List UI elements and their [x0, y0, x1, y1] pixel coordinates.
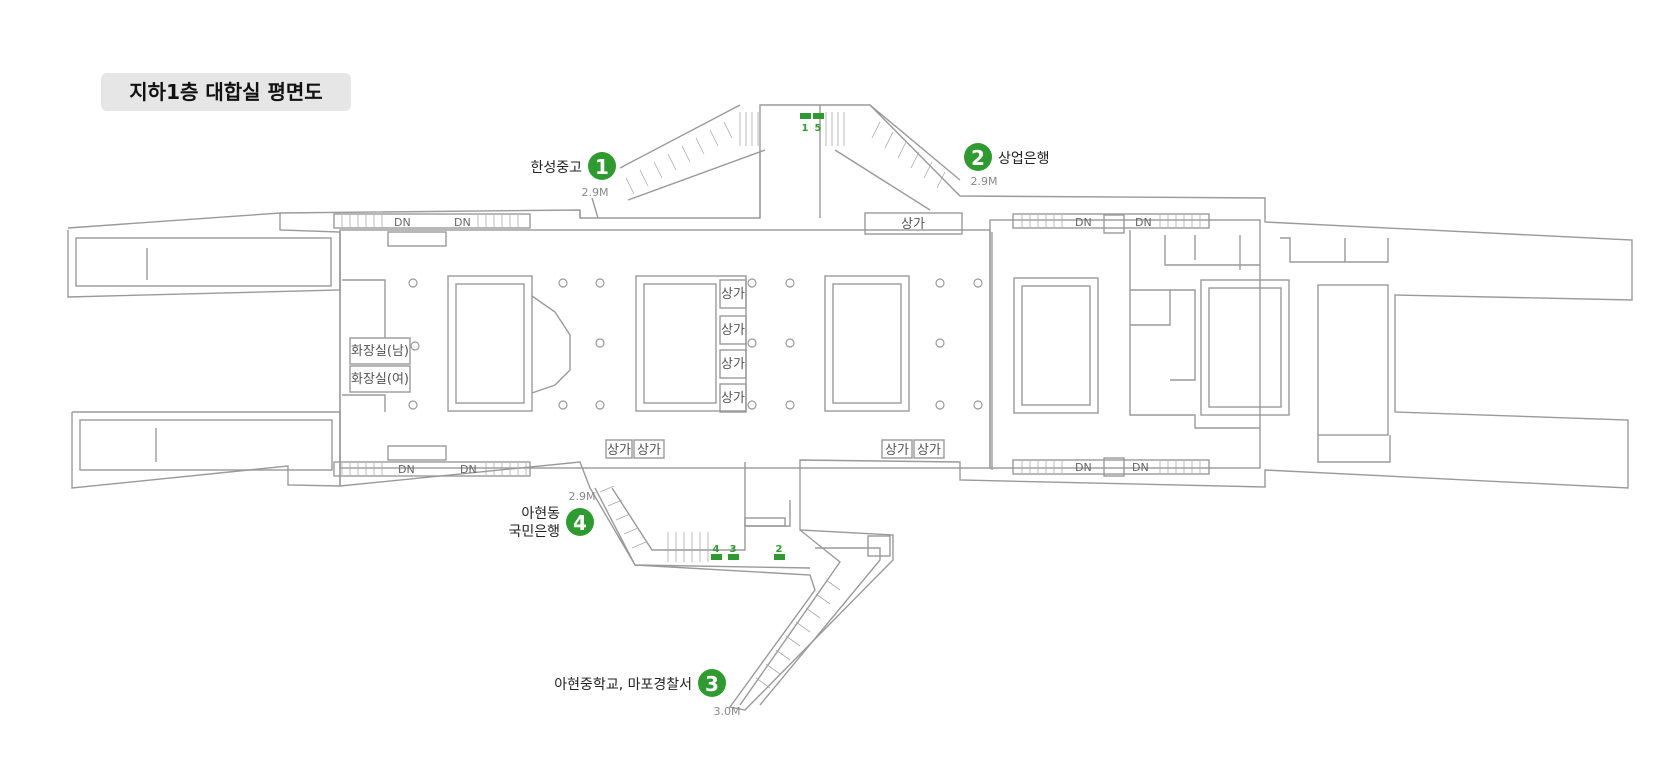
dn-label: DN [394, 216, 411, 229]
diagonal-stair-hatching [599, 121, 946, 689]
exit-4-number: 4 [573, 511, 587, 535]
gate-markers: 1 5 4 3 2 [711, 113, 824, 560]
pillars [408, 278, 983, 410]
stair-hatching [341, 112, 1201, 562]
exit-3-height: 3.0M [714, 705, 741, 718]
dn-label: DN [398, 463, 415, 476]
wall-outlines [67, 104, 1633, 711]
exit-1-height: 2.9M [582, 186, 609, 199]
exit-2-number: 2 [971, 146, 985, 170]
shop-label: 상가 [607, 443, 631, 458]
shop-label: 상가 [721, 323, 745, 338]
exit-1-badge [588, 152, 616, 180]
room-labels: 화장실(남) 화장실(여) 상가 상가 상가 상가 상가 상가 상가 상가 상가 [351, 217, 941, 458]
gate-marker-label: 2 [776, 544, 783, 555]
exit-1-number: 1 [595, 155, 609, 179]
dn-label: DN [454, 216, 471, 229]
gate-marker-bar [774, 554, 785, 560]
exit-4-label-line1: 아현동 [521, 506, 560, 522]
dn-label: DN [1075, 216, 1092, 229]
gate-marker-label: 5 [815, 123, 822, 134]
dn-label: DN [1075, 461, 1092, 474]
stair-down-labels: DN DN DN DN DN DN DN DN [394, 216, 1152, 476]
gate-marker-label: 3 [730, 544, 737, 555]
exit-1: 1 한성중고 2.9M [530, 152, 616, 199]
exit-4-label-line2: 국민은행 [508, 524, 560, 540]
exit-4-height: 2.9M [569, 490, 596, 503]
exit-3-label: 아현중학교, 마포경찰서 [554, 677, 692, 693]
exit-3-number: 3 [705, 672, 719, 696]
exit-3: 3 아현중학교, 마포경찰서 3.0M [554, 669, 740, 718]
dn-label: DN [1132, 461, 1149, 474]
exit-4: 4 아현동 국민은행 2.9M [508, 490, 595, 540]
exit-2: 2 상업은행 2.9M [964, 143, 1050, 188]
shop-label: 상가 [917, 443, 941, 458]
dn-label: DN [460, 463, 477, 476]
gate-marker-label: 1 [802, 123, 809, 134]
gate-marker-bar [800, 113, 811, 119]
gate-marker-label: 4 [713, 544, 720, 555]
exit-2-label: 상업은행 [998, 151, 1050, 167]
shop-label: 상가 [885, 443, 909, 458]
exit-4-badge [566, 508, 594, 536]
gate-marker-bar [813, 113, 824, 119]
shop-label: 상가 [901, 217, 925, 232]
exit-2-height: 2.9M [971, 175, 998, 188]
shop-label: 상가 [637, 443, 661, 458]
shop-label: 상가 [721, 357, 745, 372]
title-box: 지하1층 대합실 평면도 [101, 73, 351, 111]
shop-label: 상가 [721, 287, 745, 302]
gate-marker-bar [711, 554, 722, 560]
dn-label: DN [1135, 216, 1152, 229]
shop-label: 상가 [721, 391, 745, 406]
restroom-women-label: 화장실(여) [351, 372, 409, 387]
restroom-men-label: 화장실(남) [351, 344, 409, 359]
page-title: 지하1층 대합실 평면도 [129, 80, 323, 104]
exit-3-badge [698, 669, 726, 697]
gate-marker-bar [728, 554, 739, 560]
exit-1-label: 한성중고 [530, 160, 582, 176]
exit-2-badge [964, 143, 992, 171]
